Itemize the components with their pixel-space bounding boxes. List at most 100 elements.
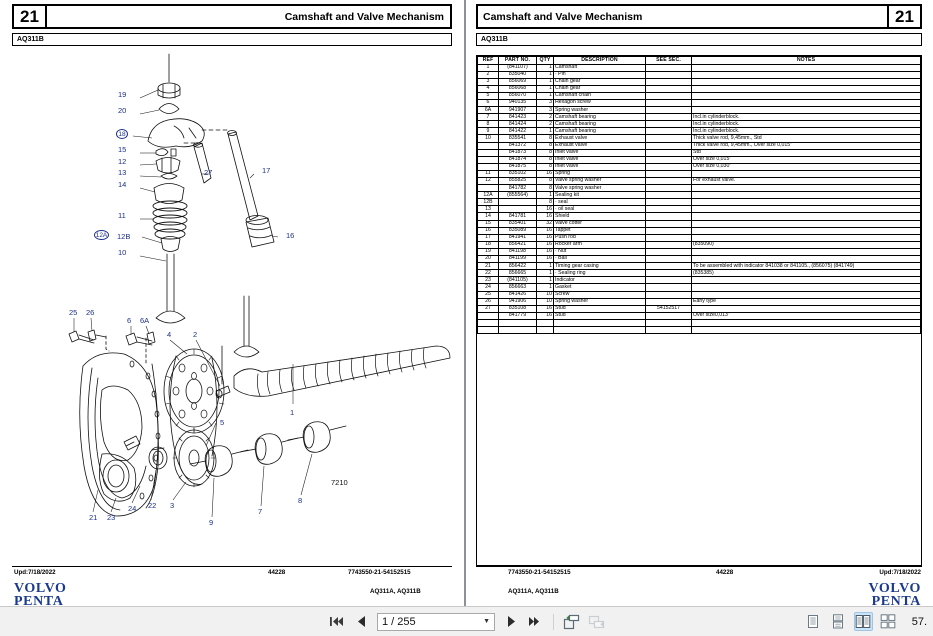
cell-description: Inlet valve xyxy=(553,162,646,171)
cell-ref xyxy=(477,184,499,193)
cell-description: Exhaust valve xyxy=(553,141,646,150)
cell-part-no: 855825 xyxy=(498,176,537,186)
cell-qty: 2 xyxy=(536,120,554,129)
cell-part-no: 841873 xyxy=(498,148,537,157)
cell-qty xyxy=(536,318,554,327)
cell-part-no: 835102 xyxy=(498,169,537,179)
document-area[interactable]: 21 Camshaft and Valve Mechanism AQ311B xyxy=(0,0,933,606)
cell-description: Push rod xyxy=(553,233,646,242)
cell-qty: 1 xyxy=(536,276,554,285)
first-page-button[interactable] xyxy=(327,612,346,631)
cell-description: Indicator xyxy=(553,276,646,285)
cell-part-no: 856665 xyxy=(498,269,537,278)
right-footer-rule xyxy=(476,566,922,567)
two-page-view-icon xyxy=(855,615,871,628)
cell-ref: 21 xyxy=(477,262,499,271)
left-page-header: 21 Camshaft and Valve Mechanism xyxy=(12,4,452,29)
cell-description xyxy=(553,325,646,335)
cell-description: · Sealing ring xyxy=(553,269,646,278)
logo-line-volvo: VOLVO xyxy=(868,581,921,596)
page-right[interactable]: Camshaft and Valve Mechanism 21 AQ311B R… xyxy=(466,0,933,606)
cell-ref xyxy=(477,141,499,150)
cell-description: Spring washer xyxy=(553,106,646,115)
cell-see-sec xyxy=(645,98,692,108)
single-page-view-icon xyxy=(808,615,819,628)
cell-ref: 16 xyxy=(477,226,499,235)
cell-ref: 3 xyxy=(477,77,499,86)
cell-part-no: 841782 xyxy=(498,184,537,193)
cell-notes xyxy=(691,84,921,93)
left-footer-rule xyxy=(12,566,452,567)
cell-see-sec xyxy=(645,247,692,257)
cell-part-no: 841423 xyxy=(498,113,537,122)
cell-ref: 12B xyxy=(477,198,499,207)
toolbar-navigation-group: 1 / 255 ▼ xyxy=(0,612,933,631)
cell-part-no: 841199 xyxy=(498,255,537,264)
cell-notes: Thick valve rod, 9,45mm., Over size 0,01… xyxy=(691,141,921,150)
next-page-button[interactable] xyxy=(501,612,520,631)
cell-qty: 16 xyxy=(536,233,554,242)
cell-part-no: 856422 xyxy=(498,262,537,271)
single-page-view-button[interactable] xyxy=(804,612,823,631)
cell-qty: 2 xyxy=(536,113,554,122)
volvo-penta-logo-left: VOLVO PENTA xyxy=(14,581,67,606)
cell-notes xyxy=(691,276,921,285)
cell-description: Valve spring washer xyxy=(553,176,646,186)
two-page-view-button[interactable] xyxy=(853,612,873,631)
cell-see-sec xyxy=(645,198,692,207)
continuous-view-button[interactable] xyxy=(829,612,848,631)
rotate-counterclockwise-button[interactable] xyxy=(587,612,606,631)
cell-description: Sealing kit xyxy=(553,191,646,200)
cell-part-no xyxy=(498,325,537,335)
cell-notes: Std xyxy=(691,148,921,157)
cell-qty: 8 xyxy=(536,198,554,207)
cell-qty: 8 xyxy=(536,134,554,143)
two-page-continuous-view-button[interactable] xyxy=(879,612,898,631)
cell-notes xyxy=(691,198,921,207)
cell-description: Gasket xyxy=(553,283,646,292)
zoom-level-value: 57. xyxy=(911,615,927,628)
cell-qty: 8 xyxy=(536,155,554,164)
rotate-clockwise-button[interactable] xyxy=(562,612,581,631)
cell-description: Exhaust valve xyxy=(553,134,646,143)
page-left[interactable]: 21 Camshaft and Valve Mechanism AQ311B xyxy=(0,0,464,606)
cell-qty: 10 xyxy=(536,297,554,306)
cell-see-sec xyxy=(645,318,692,327)
cell-notes: Thick valve rod, 9,45mm., Std xyxy=(691,134,921,143)
previous-page-button[interactable] xyxy=(352,612,371,631)
cell-ref: 6 xyxy=(477,98,499,108)
cell-description: Shield xyxy=(553,212,646,221)
cell-notes xyxy=(691,304,921,313)
cell-qty: 8 xyxy=(536,162,554,171)
cell-qty: 8 xyxy=(536,184,554,193)
cell-see-sec xyxy=(645,184,692,193)
cell-notes: Incl.in cylinderblock. xyxy=(691,120,921,129)
cell-description: Spring washer xyxy=(553,297,646,306)
cell-part-no: 841424 xyxy=(498,120,537,129)
cell-notes xyxy=(691,106,921,115)
cell-see-sec xyxy=(645,84,692,93)
cell-see-sec xyxy=(645,233,692,242)
logo-line-volvo: VOLVO xyxy=(14,581,67,596)
cell-description: · Pin xyxy=(553,70,646,79)
cell-ref: 22 xyxy=(477,269,499,278)
figure-number: 7210 xyxy=(331,478,348,487)
cell-part-no: 940135 xyxy=(498,98,537,108)
col-description: DESCRIPTION xyxy=(553,56,646,65)
cell-part-no: 835040 xyxy=(498,70,537,79)
last-page-button[interactable] xyxy=(526,612,545,631)
page-number-select[interactable]: 1 / 255 ▼ xyxy=(377,612,495,631)
cell-ref xyxy=(477,148,499,157)
table-row xyxy=(477,325,921,335)
cell-see-sec xyxy=(645,212,692,221)
cell-see-sec xyxy=(645,205,692,214)
volvo-penta-logo-right: VOLVO PENTA xyxy=(868,581,922,606)
